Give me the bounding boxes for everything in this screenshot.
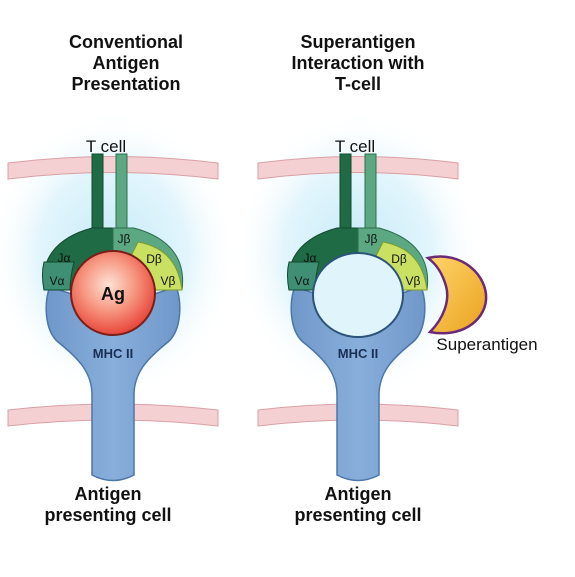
left-tcell-membrane bbox=[7, 156, 219, 180]
left-mhc-ii bbox=[45, 286, 181, 482]
left-v-alpha-label: Vα bbox=[50, 274, 65, 288]
right-panel: T cell Jα Vα Jβ Dβ Vβ MHC II Superantige… bbox=[233, 110, 538, 525]
left-d-beta-label: Dβ bbox=[146, 252, 162, 266]
right-superantigen bbox=[425, 255, 488, 335]
right-apc-label-line-2: presenting cell bbox=[294, 505, 421, 525]
right-tcell-membrane bbox=[257, 156, 459, 180]
right-empty-groove bbox=[312, 252, 404, 338]
right-mhc-ii bbox=[290, 286, 426, 482]
right-v-alpha-label: Vα bbox=[295, 274, 310, 288]
left-panel: T cell Jα Vα Jβ Dβ Vβ Ag MHC II Antigen … bbox=[0, 110, 238, 525]
left-apc-label-line-1: Antigen bbox=[75, 484, 142, 504]
right-title-line-3: T-cell bbox=[334, 74, 382, 94]
left-j-alpha-label: Jα bbox=[58, 251, 71, 265]
right-d-beta-label: Dβ bbox=[391, 252, 407, 266]
left-mhc-label: MHC II bbox=[93, 346, 133, 361]
left-beta-stalk bbox=[115, 153, 128, 229]
right-tcell-label: T cell bbox=[335, 137, 375, 156]
left-alpha-stalk bbox=[91, 153, 104, 229]
left-antigen bbox=[70, 250, 156, 336]
left-panel-title: Conventional Antigen Presentation bbox=[6, 32, 246, 95]
left-title-line-3: Presentation bbox=[71, 74, 181, 94]
right-v-beta-label: Vβ bbox=[406, 274, 421, 288]
left-title-line-1: Conventional bbox=[68, 32, 183, 52]
left-j-beta-label: Jβ bbox=[118, 232, 131, 246]
right-beta-stalk bbox=[364, 153, 377, 229]
right-title-line-1: Superantigen bbox=[300, 32, 416, 52]
left-tcell-label: T cell bbox=[86, 137, 126, 156]
left-v-beta-label: Vβ bbox=[161, 274, 176, 288]
right-alpha-stalk bbox=[339, 153, 352, 229]
left-apc-label-line-2: presenting cell bbox=[44, 505, 171, 525]
right-mhc-label: MHC II bbox=[338, 346, 378, 361]
left-title-line-2: Antigen bbox=[92, 53, 160, 73]
right-j-alpha-label: Jα bbox=[304, 251, 317, 265]
left-v-alpha-region bbox=[42, 261, 75, 291]
right-panel-title: Superantigen Interaction with T-cell bbox=[238, 32, 478, 95]
left-antigen-label: Ag bbox=[101, 284, 125, 304]
right-title-line-2: Interaction with bbox=[291, 53, 425, 73]
right-j-beta-label: Jβ bbox=[365, 232, 378, 246]
right-superantigen-label: Superantigen bbox=[436, 335, 537, 354]
right-apc-label-line-1: Antigen bbox=[325, 484, 392, 504]
